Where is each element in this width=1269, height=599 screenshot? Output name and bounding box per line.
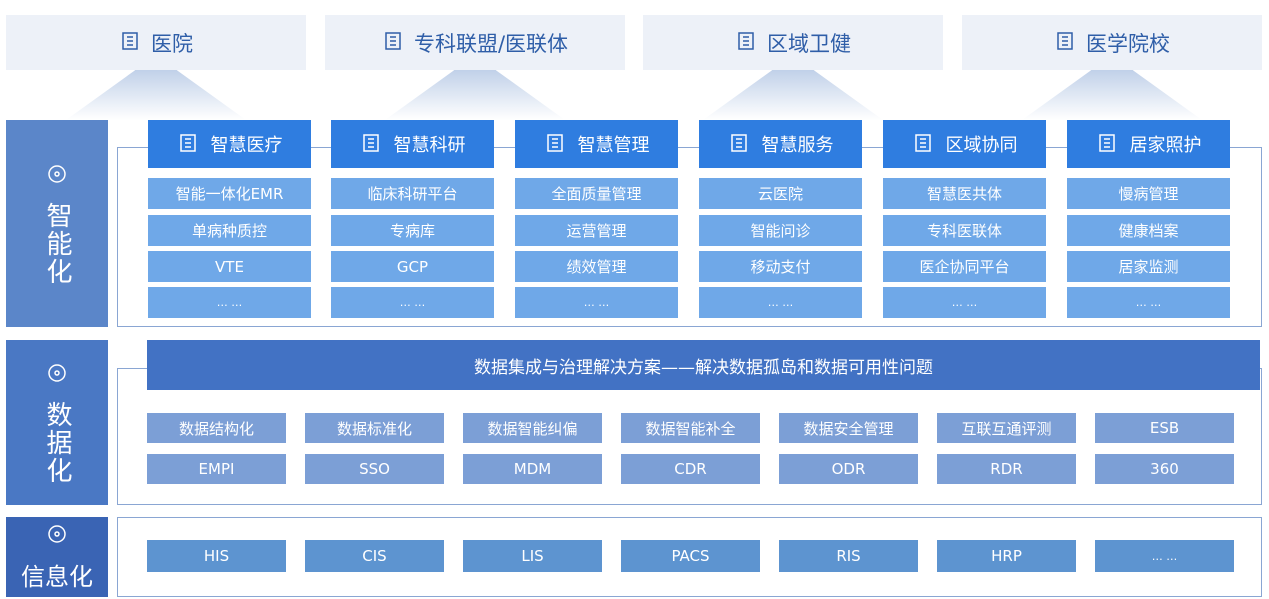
layer-label-data: 数据化 xyxy=(6,340,108,505)
smart-item: VTE xyxy=(148,251,311,282)
data-item: ESB xyxy=(1095,413,1234,443)
layer-label-text: 信息化 xyxy=(21,563,93,591)
data-item: 数据智能纠偏 xyxy=(463,413,602,443)
column-title: 智慧服务 xyxy=(761,135,834,156)
target-label: 医院 xyxy=(151,31,193,56)
smart-item: 慢病管理 xyxy=(1067,178,1230,209)
data-item: 数据结构化 xyxy=(147,413,286,443)
handshake-icon xyxy=(728,131,750,158)
hospital-icon xyxy=(119,29,141,56)
column-title: 智慧管理 xyxy=(577,135,650,156)
layer-label-info: 信息化 xyxy=(6,517,108,597)
data-item: 互联互通评测 xyxy=(937,413,1076,443)
smart-item: 绩效管理 xyxy=(515,251,678,282)
school-icon xyxy=(1054,29,1076,56)
microscope-icon xyxy=(360,131,382,158)
data-item: 360 xyxy=(1095,454,1234,484)
data-item: 数据智能补全 xyxy=(621,413,760,443)
info-item: PACS xyxy=(621,540,760,572)
info-item: … … xyxy=(1095,540,1234,572)
data-item: SSO xyxy=(305,454,444,484)
smart-item: 专病库 xyxy=(331,215,494,246)
info-item: HRP xyxy=(937,540,1076,572)
data-item: 数据标准化 xyxy=(305,413,444,443)
target-box: 区域卫健 xyxy=(643,15,943,70)
smart-column-header: 智慧医疗 xyxy=(148,120,311,168)
column-title: 智慧医疗 xyxy=(210,135,283,156)
column-title: 居家照护 xyxy=(1129,135,1202,156)
smart-item: … … xyxy=(699,287,862,318)
smart-column-header: 智慧科研 xyxy=(331,120,494,168)
smart-item: GCP xyxy=(331,251,494,282)
smart-frame xyxy=(117,147,1262,327)
edit-document-icon xyxy=(177,131,199,158)
info-item: HIS xyxy=(147,540,286,572)
smart-item: 移动支付 xyxy=(699,251,862,282)
smart-item: 健康档案 xyxy=(1067,215,1230,246)
buildings-icon xyxy=(382,29,404,56)
column-title: 区域协同 xyxy=(945,135,1018,156)
target-label: 医学院校 xyxy=(1086,31,1170,56)
gear-icon xyxy=(544,131,566,158)
up-arrow xyxy=(66,64,246,120)
target-label: 区域卫健 xyxy=(767,31,851,56)
smart-column-header: 智慧服务 xyxy=(699,120,862,168)
smart-item: 单病种质控 xyxy=(148,215,311,246)
layer-label-text: 智能化 xyxy=(42,201,72,286)
data-item: MDM xyxy=(463,454,602,484)
column-title: 智慧科研 xyxy=(393,135,466,156)
home-care-icon xyxy=(1096,131,1118,158)
target-label: 专科联盟/医联体 xyxy=(413,31,569,56)
smart-column-header: 区域协同 xyxy=(883,120,1046,168)
data-item: RDR xyxy=(937,454,1076,484)
data-item: EMPI xyxy=(147,454,286,484)
layer-label-text: 数据化 xyxy=(42,400,72,485)
target-box: 专科联盟/医联体 xyxy=(325,15,625,70)
smart-item: … … xyxy=(148,287,311,318)
info-item: LIS xyxy=(463,540,602,572)
target-box: 医院 xyxy=(6,15,306,70)
data-item: ODR xyxy=(779,454,918,484)
info-frame xyxy=(117,517,1262,597)
info-item: CIS xyxy=(305,540,444,572)
smart-item: … … xyxy=(331,287,494,318)
chart-frame-icon xyxy=(46,522,68,552)
smart-item: 居家监测 xyxy=(1067,251,1230,282)
info-item: RIS xyxy=(779,540,918,572)
smart-item: 医企协同平台 xyxy=(883,251,1046,282)
data-banner: 数据集成与治理解决方案——解决数据孤岛和数据可用性问题 xyxy=(147,340,1260,390)
data-item: CDR xyxy=(621,454,760,484)
smart-item: 智能问诊 xyxy=(699,215,862,246)
smart-item: 智慧医共体 xyxy=(883,178,1046,209)
layer-label-smart: 智能化 xyxy=(6,120,108,327)
smart-item: … … xyxy=(515,287,678,318)
smart-item: 专科医联体 xyxy=(883,215,1046,246)
smart-column-header: 智慧管理 xyxy=(515,120,678,168)
smart-item: 运营管理 xyxy=(515,215,678,246)
government-building-icon xyxy=(735,29,757,56)
up-arrow xyxy=(385,64,565,120)
swirl-icon xyxy=(46,361,68,391)
up-arrow xyxy=(703,64,883,120)
up-arrow xyxy=(1022,64,1202,120)
atom-icon xyxy=(46,162,68,192)
smart-item: 临床科研平台 xyxy=(331,178,494,209)
target-box: 医学院校 xyxy=(962,15,1262,70)
smart-item: 智能一体化EMR xyxy=(148,178,311,209)
org-chart-icon xyxy=(912,131,934,158)
smart-item: 云医院 xyxy=(699,178,862,209)
smart-item: 全面质量管理 xyxy=(515,178,678,209)
data-item: 数据安全管理 xyxy=(779,413,918,443)
smart-item: … … xyxy=(1067,287,1230,318)
smart-column-header: 居家照护 xyxy=(1067,120,1230,168)
smart-item: … … xyxy=(883,287,1046,318)
